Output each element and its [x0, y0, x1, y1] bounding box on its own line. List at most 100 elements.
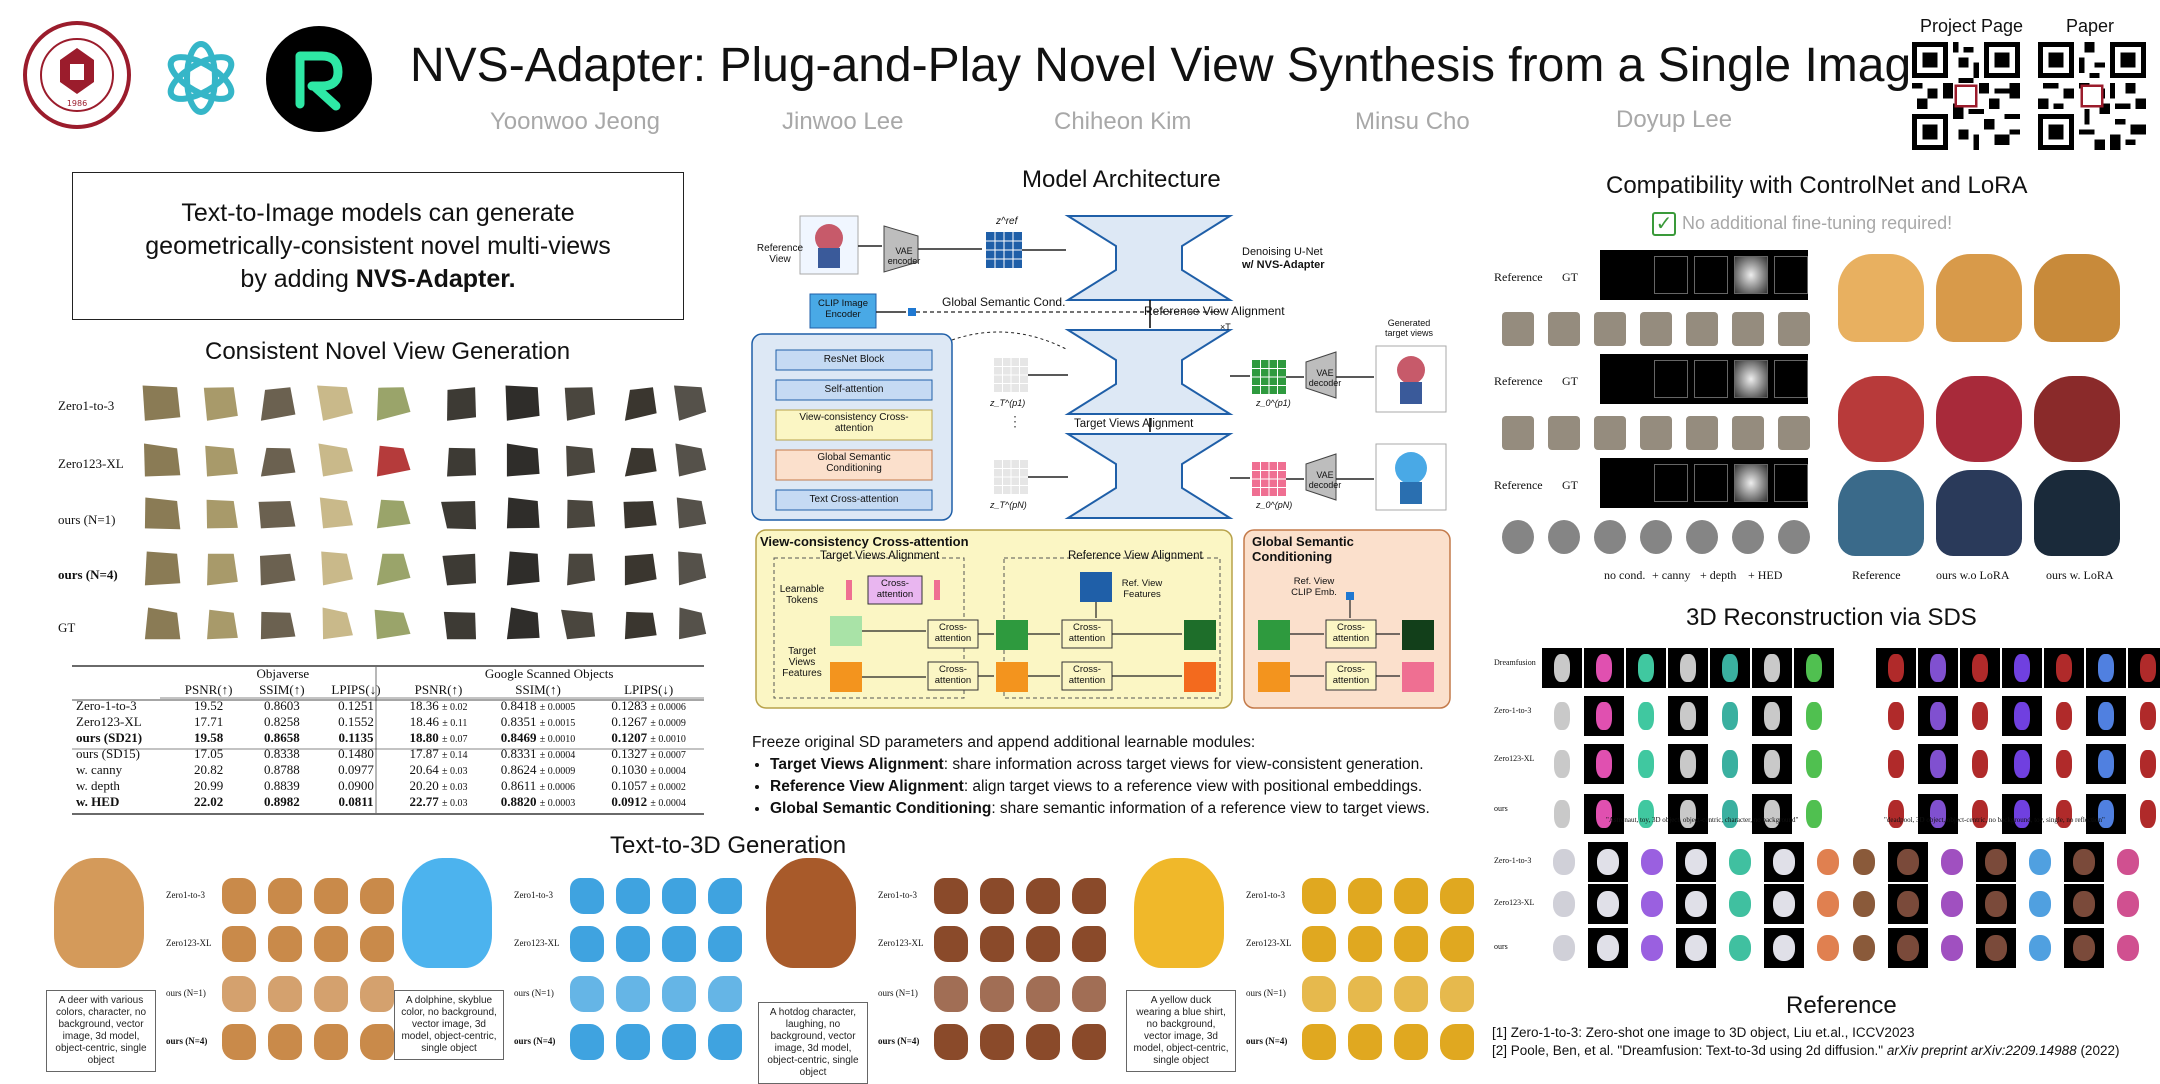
- text-to-3d-view: [662, 1024, 696, 1060]
- sds-object: [1897, 891, 1919, 917]
- sds-view: [1918, 696, 1958, 736]
- vc-cross-attn-panel: [755, 529, 1233, 709]
- sds-object: [2029, 849, 2051, 875]
- cell-value: 0.1030 ± 0.0004: [593, 762, 704, 778]
- sds-view: [1632, 928, 1672, 968]
- compat-object-view: [1502, 416, 1534, 450]
- cell-value: 0.8418 ± 0.0005: [483, 698, 594, 714]
- row-name: w. depth: [76, 778, 120, 793]
- cell-value: 19.52: [194, 698, 224, 713]
- z-tn-label: z_T^(pN): [990, 500, 1027, 510]
- compat-object-view: [1640, 520, 1672, 554]
- poster-header: 1986 NVS-Adapter: Plug-and-Play Novel Vi…: [0, 0, 2160, 160]
- lora-example-image: [2034, 470, 2120, 556]
- claim-line-3-bold: NVS-Adapter.: [355, 265, 516, 293]
- text-to-3d-hero-image: [402, 858, 492, 968]
- sds-view: [2108, 884, 2148, 924]
- reference-2: [2] Poole, Ben, et al. "Dreamfusion: Tex…: [1492, 1042, 2119, 1060]
- lora-label: ours w.o LoRA: [1936, 568, 2010, 582]
- cross-attn-label-5: Cross-attention: [1068, 664, 1106, 686]
- cell-value: 0.1057 ± 0.0002: [593, 778, 704, 794]
- text-to-3d-view: [934, 926, 968, 962]
- text-to-3d-view: [360, 1024, 394, 1060]
- text-to-3d-view: [1302, 878, 1336, 914]
- sds-object: [1680, 800, 1696, 828]
- lora-label: Reference: [1852, 568, 1901, 582]
- text-to-3d-prompt: A deer with various colors, character, n…: [46, 990, 156, 1072]
- sds-view: [1960, 648, 2000, 688]
- unet-bottom: [1064, 433, 1234, 519]
- sds-object: [1596, 750, 1612, 778]
- novel-view-thumbnail: [624, 553, 657, 586]
- lora-example-image: [1838, 470, 1924, 556]
- generated-views-label: Generated target views: [1384, 318, 1434, 338]
- text-to-3d-view: [1440, 926, 1474, 962]
- cond-label: + HED: [1748, 568, 1783, 582]
- sds-object: [1897, 935, 1919, 961]
- sds-view: [1794, 696, 1834, 736]
- novel-view-thumbnail: [567, 499, 596, 529]
- sds-view: [2002, 648, 2042, 688]
- novel-view-thumbnail: [506, 607, 540, 640]
- compat-reference-label: Reference: [1494, 374, 1543, 388]
- reference-title: Reference: [1786, 992, 1897, 1019]
- bullet-bold: Target Views Alignment: [770, 756, 944, 773]
- paper-qr-code[interactable]: [2038, 42, 2146, 150]
- sds-object: [1806, 800, 1822, 828]
- sds-object: [1764, 800, 1780, 828]
- sds-view: [1626, 794, 1666, 834]
- sds-object: [1972, 654, 1988, 682]
- sds-object: [2140, 702, 2156, 730]
- novel-view-thumbnail: [260, 387, 296, 421]
- sds-object: [1722, 702, 1738, 730]
- cell-mean: 22.77: [409, 794, 439, 809]
- sds-object: [2073, 891, 2095, 917]
- sds-object: [1722, 654, 1738, 682]
- cell-std: ± 0.0004: [539, 750, 576, 761]
- novel-view-thumbnail: [675, 443, 707, 477]
- sds-object: [1597, 891, 1619, 917]
- sds-object: [2014, 800, 2030, 828]
- novel-view-thumbnail: [143, 443, 181, 477]
- text-to-3d-view: [1394, 878, 1428, 914]
- sds-view: [1764, 928, 1804, 968]
- column-header: SSIM(↑): [515, 682, 561, 697]
- text-to-3d-row-label: ours (N=4): [1246, 1036, 1288, 1046]
- svg-text:⋮: ⋮: [1008, 413, 1022, 429]
- text-to-3d-view: [616, 926, 650, 962]
- text-to-3d-view: [222, 1024, 256, 1060]
- sds-object: [2140, 750, 2156, 778]
- sds-object: [1985, 935, 2007, 961]
- vc-cross-attn-box: [775, 409, 933, 441]
- row-label-gt: GT: [58, 620, 76, 635]
- sds-object: [1930, 654, 1946, 682]
- bullet-text: : share information across target views …: [943, 756, 1424, 773]
- ref-clip-label: Ref. View CLIP Emb.: [1291, 576, 1337, 598]
- cell-value: 20.82: [194, 762, 224, 777]
- text-to-3d-view: [708, 1024, 742, 1060]
- text-to-3d-prompt: A yellow duck wearing a blue shirt, no b…: [1126, 990, 1236, 1072]
- text-to-3d-view: [268, 976, 302, 1012]
- sds-view: [1588, 884, 1628, 924]
- cell-value: 17.05: [194, 746, 224, 761]
- sds-title: 3D Reconstruction via SDS: [1686, 604, 1977, 631]
- sds-view: [1976, 884, 2016, 924]
- sds-object: [1597, 849, 1619, 875]
- sds-caption-2: "deadpool, 3D object, object-centric, no…: [1884, 816, 2105, 824]
- column-header: LPIPS(↓): [624, 682, 674, 697]
- novel-view-thumbnail: [318, 443, 353, 477]
- cell-mean: 0.8820: [500, 794, 537, 809]
- novel-view-thumbnail: [505, 385, 540, 421]
- row-name: w. HED: [76, 794, 120, 809]
- cell-mean: 18.46: [409, 714, 439, 729]
- sds-object: [1773, 935, 1795, 961]
- text-to-3d-view: [980, 1024, 1014, 1060]
- control-map: [1694, 256, 1728, 294]
- sds-object: [1685, 935, 1707, 961]
- text-to-3d-view: [1440, 1024, 1474, 1060]
- novel-view-thumbnail: [561, 609, 596, 640]
- novel-view-thumbnail: [376, 445, 411, 477]
- project-page-qr-code[interactable]: [1912, 42, 2020, 150]
- text-to-3d-view: [980, 878, 1014, 914]
- text-to-3d-view: [1026, 1024, 1060, 1060]
